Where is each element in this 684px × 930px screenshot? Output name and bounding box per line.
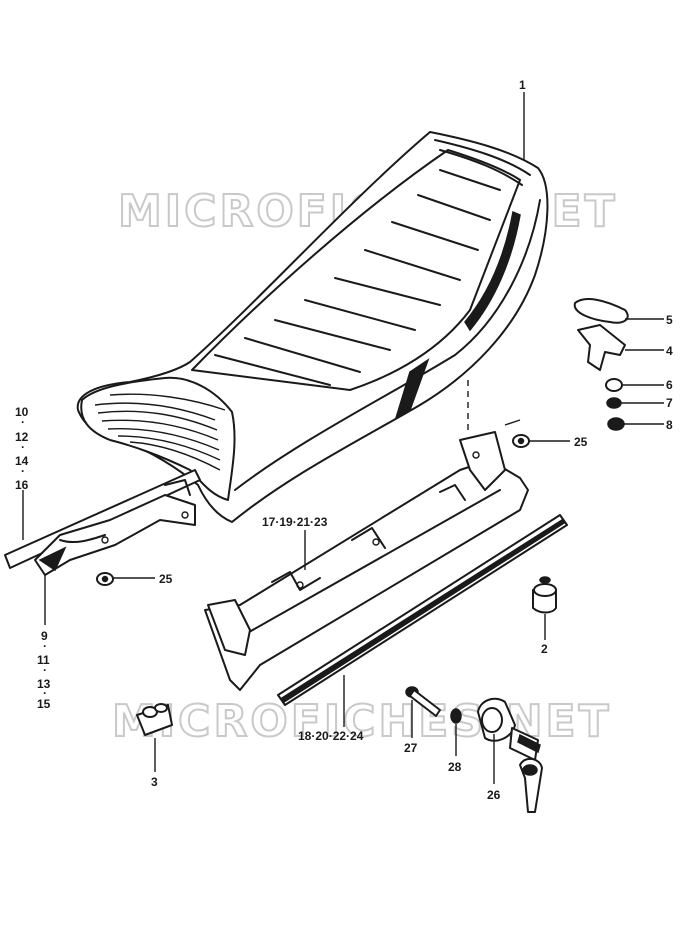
trim-strip	[277, 514, 568, 706]
bolt-part-27	[405, 686, 441, 717]
label-part-12: 12	[15, 430, 29, 444]
label-part-10: 10	[15, 405, 29, 419]
label-part-27: 27	[404, 741, 418, 755]
label-part-6: 6	[666, 378, 673, 392]
svg-text:·: ·	[43, 639, 47, 653]
label-part-16: 16	[15, 478, 29, 492]
part-labels: 1 5 4 6 7 8 25 25 2 3 27 28 26 18·20·22·…	[15, 78, 673, 802]
label-part-15: 15	[37, 697, 51, 711]
pillion-ribs	[94, 393, 226, 471]
seat-base-pan	[204, 431, 529, 691]
label-part-25-right: 25	[574, 435, 588, 449]
plate-part-5	[573, 298, 629, 324]
label-group-17-23: 17·19·21·23	[262, 515, 328, 529]
svg-text:·: ·	[43, 663, 47, 677]
svg-text:·: ·	[21, 464, 25, 478]
label-part-4: 4	[666, 344, 673, 358]
washer-part-7	[606, 397, 622, 409]
stopper-part-3	[136, 703, 173, 736]
label-part-11: 11	[37, 653, 50, 667]
svg-text:·: ·	[21, 440, 25, 454]
label-part-9: 9	[41, 629, 48, 643]
washer-part-6	[605, 378, 623, 392]
svg-text:·: ·	[43, 686, 47, 700]
bracket-part-4	[577, 324, 626, 371]
hinge-bracket	[34, 479, 196, 576]
label-part-25-left: 25	[159, 572, 173, 586]
label-part-26: 26	[487, 788, 501, 802]
label-part-3: 3	[151, 775, 158, 789]
label-part-8: 8	[666, 418, 673, 432]
washer-part-28	[450, 708, 462, 724]
label-part-13: 13	[37, 677, 51, 691]
nut-part-8	[607, 417, 625, 431]
seat-lock-part-26	[477, 697, 543, 813]
leader-lines	[22, 92, 664, 784]
label-part-2: 2	[541, 642, 548, 656]
label-group-18-24: 18·20·22·24	[298, 729, 364, 743]
seat-part-1	[76, 131, 549, 523]
seat-ribs	[214, 169, 501, 386]
label-part-28: 28	[448, 760, 462, 774]
label-part-7: 7	[666, 396, 673, 410]
stopper-part-2	[532, 576, 557, 614]
label-part-1: 1	[519, 78, 526, 92]
label-part-5: 5	[666, 313, 673, 327]
svg-text:·: ·	[21, 415, 25, 429]
label-part-14: 14	[15, 454, 29, 468]
